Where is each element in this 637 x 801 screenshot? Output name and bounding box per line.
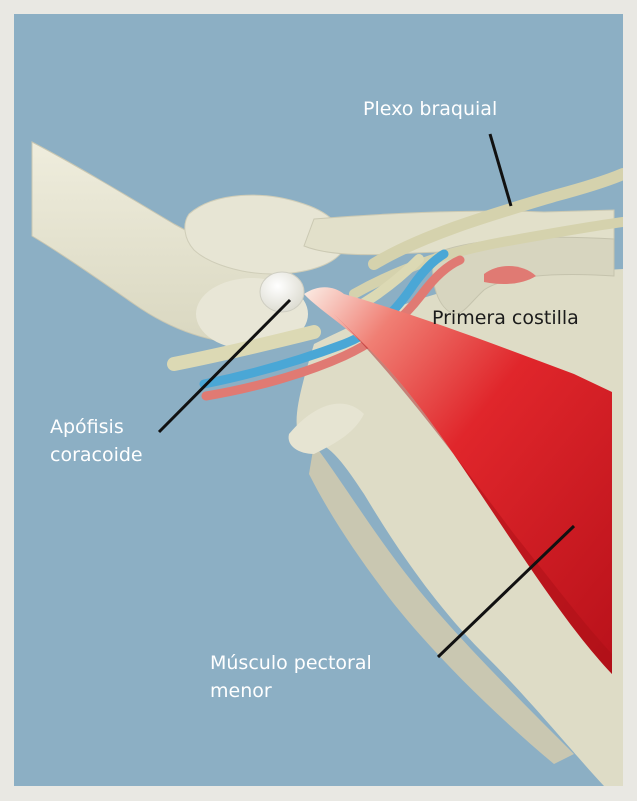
pectoralis-minor-label: Músculo pectoral menor (210, 649, 372, 705)
brachial-plexus-label: Plexo braquial (363, 95, 497, 123)
coracoid-label-line2: coracoide (50, 441, 143, 469)
leader-line-plexo (490, 134, 511, 206)
coracoid-process-label: Apófisis coracoide (50, 413, 143, 469)
first-rib-label: Primera costilla (432, 304, 579, 332)
muscle-label-line2: menor (210, 677, 372, 705)
coracoid-label-line1: Apófisis (50, 413, 143, 441)
muscle-label-line1: Músculo pectoral (210, 649, 372, 677)
diagram-frame: Plexo braquial Primera costilla Apófisis… (14, 14, 623, 786)
